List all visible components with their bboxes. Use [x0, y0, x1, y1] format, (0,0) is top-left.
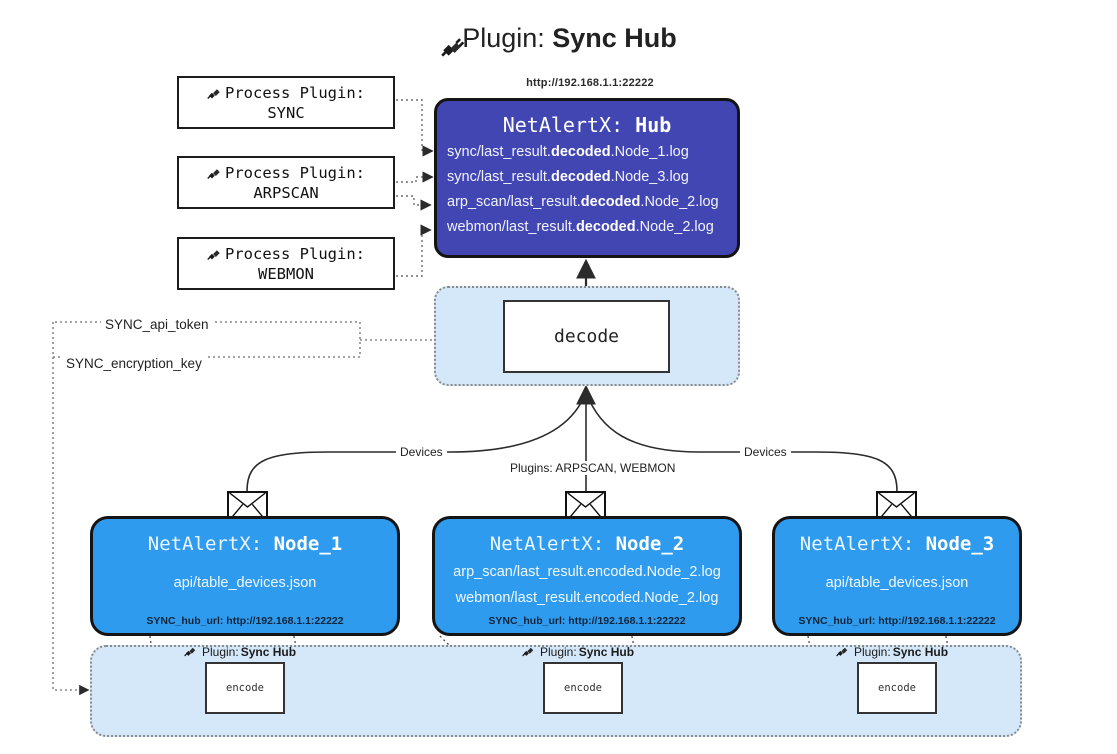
log-mid: decoded — [550, 144, 611, 160]
plugin-prefix: Plugin: — [540, 645, 577, 659]
plug-icon — [184, 645, 200, 659]
hub-name: Hub — [635, 113, 672, 137]
node-hub-url-footer: SYNC_hub_url: http://192.168.1.1:22222 — [146, 615, 344, 627]
node-name: Node_1 — [273, 533, 343, 555]
page-title: Plugin: Sync Hub — [0, 16, 1117, 60]
hub-log-line: arp_scan/last_result.decoded.Node_2.log — [437, 190, 737, 215]
node-2-box[interactable]: NetAlertX: Node_2 arp_scan/last_result.e… — [432, 516, 742, 636]
plug-icon — [207, 247, 223, 261]
hub-log-line: sync/last_result.decoded.Node_1.log — [437, 140, 737, 165]
page-title-name: Sync Hub — [552, 23, 677, 53]
process-plugin-label: Process Plugin: — [225, 163, 365, 182]
encode-box[interactable]: encode — [857, 662, 937, 714]
node-resource-line: api/table_devices.json — [825, 575, 969, 591]
hub-title: NetAlertX: Hub — [437, 110, 737, 140]
hub-app-name: NetAlertX: — [502, 113, 624, 137]
node-name: Node_2 — [615, 533, 685, 555]
log-mid: decoded — [580, 194, 641, 210]
encode-box[interactable]: encode — [543, 662, 623, 714]
log-post: .Node_2.log — [635, 219, 714, 235]
process-plugin-name: ARPSCAN — [253, 183, 319, 202]
log-post: .Node_2.log — [640, 194, 719, 210]
node-3-box[interactable]: NetAlertX: Node_3 api/table_devices.json… — [772, 516, 1022, 636]
process-plugin-webmon-box[interactable]: Process Plugin: WEBMON — [177, 237, 395, 290]
node-title: NetAlertX: Node_1 — [93, 529, 397, 559]
plug-icon — [207, 166, 223, 180]
process-plugin-name: WEBMON — [258, 264, 314, 283]
decode-box[interactable]: decode — [503, 300, 670, 373]
sync-api-token-label: SYNC_api_token — [101, 317, 213, 332]
process-plugin-label: Process Plugin: — [225, 244, 365, 263]
edge-label-devices-left: Devices — [396, 445, 447, 459]
node-name: Node_3 — [925, 533, 995, 555]
node-resource-line: api/table_devices.json — [173, 575, 317, 591]
node-resource-line: webmon/last_result.encoded.Node_2.log — [455, 590, 719, 606]
node-title: NetAlertX: Node_3 — [775, 529, 1019, 559]
process-plugin-sync-box[interactable]: Process Plugin: SYNC — [177, 76, 395, 129]
process-plugin-label: Process Plugin: — [225, 83, 365, 102]
node-hub-url-footer: SYNC_hub_url: http://192.168.1.1:22222 — [488, 615, 686, 627]
node-app-name: NetAlertX: — [489, 533, 605, 555]
node-1-box[interactable]: NetAlertX: Node_1 api/table_devices.json… — [90, 516, 400, 636]
hub-node-box[interactable]: NetAlertX: Hub sync/last_result.decoded.… — [434, 98, 740, 258]
process-plugin-arpscan-box[interactable]: Process Plugin: ARPSCAN — [177, 156, 395, 209]
node-app-name: NetAlertX: — [799, 533, 915, 555]
log-post: .Node_3.log — [610, 169, 689, 185]
edge-label-plugins: Plugins: ARPSCAN, WEBMON — [506, 461, 680, 475]
node-resource-line: arp_scan/last_result.encoded.Node_2.log — [453, 564, 721, 580]
encode-plugin-label: Plugin: Sync Hub — [836, 645, 948, 659]
page-title-prefix: Plugin: — [462, 23, 545, 53]
hub-log-line: webmon/last_result.decoded.Node_2.log — [437, 215, 737, 240]
log-prefix: sync/last_result. — [447, 144, 551, 160]
log-post: .Node_1.log — [610, 144, 689, 160]
encode-plugin-label: Plugin: Sync Hub — [522, 645, 634, 659]
log-prefix: sync/last_result. — [447, 169, 551, 185]
node-app-name: NetAlertX: — [147, 533, 263, 555]
plugin-name: Sync Hub — [892, 645, 949, 659]
log-mid: decoded — [575, 219, 636, 235]
plug-icon — [440, 36, 465, 57]
log-prefix: arp_scan/last_result. — [447, 194, 581, 210]
plug-icon — [207, 86, 223, 100]
node-hub-url-footer: SYNC_hub_url: http://192.168.1.1:22222 — [798, 615, 996, 627]
log-prefix: webmon/last_result. — [447, 219, 576, 235]
plugin-prefix: Plugin: — [854, 645, 891, 659]
encode-plugin-label: Plugin: Sync Hub — [184, 645, 296, 659]
plugin-name: Sync Hub — [240, 645, 297, 659]
hub-url-label: http://192.168.1.1:22222 — [526, 77, 654, 89]
plugin-prefix: Plugin: — [202, 645, 239, 659]
process-plugin-name: SYNC — [267, 103, 305, 122]
sync-encryption-key-label: SYNC_encryption_key — [62, 356, 206, 371]
node-title: NetAlertX: Node_2 — [435, 529, 739, 559]
plug-icon — [836, 645, 852, 659]
edge-label-devices-right: Devices — [740, 445, 791, 459]
log-mid: decoded — [550, 169, 611, 185]
plugin-name: Sync Hub — [578, 645, 635, 659]
encode-box[interactable]: encode — [205, 662, 285, 714]
plug-icon — [522, 645, 538, 659]
hub-log-line: sync/last_result.decoded.Node_3.log — [437, 165, 737, 190]
